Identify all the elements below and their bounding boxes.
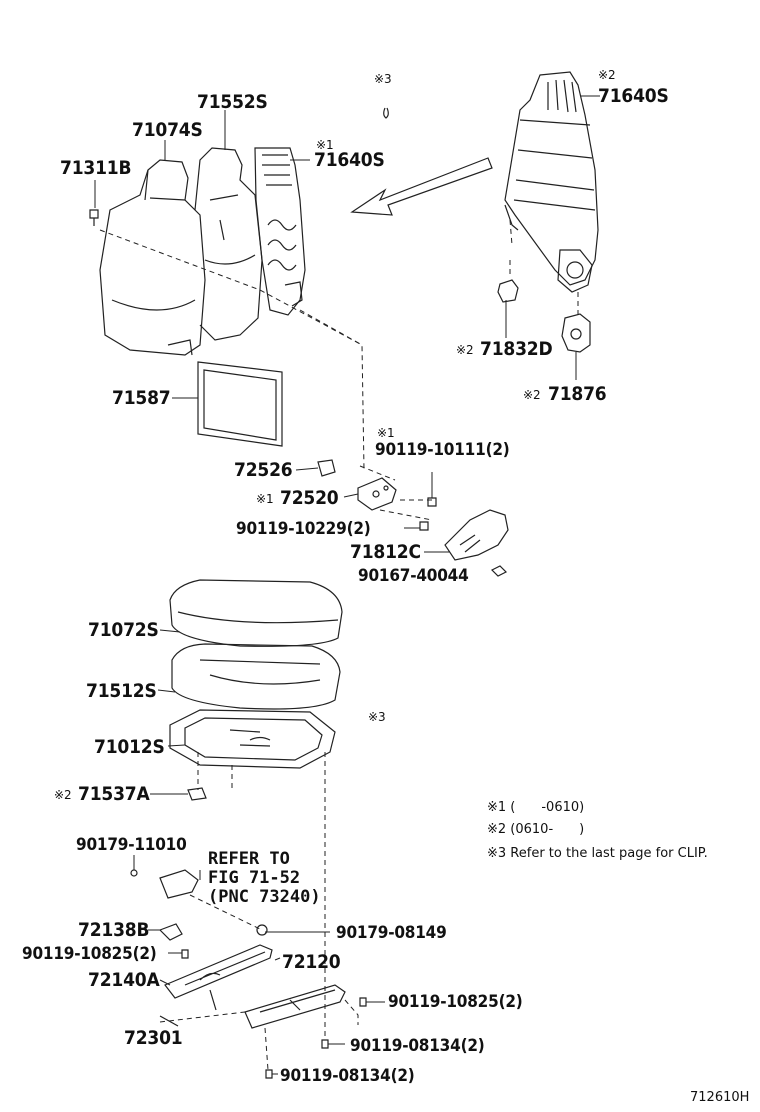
mark-2-71537A: ※2 bbox=[54, 788, 72, 802]
label-90119-08134-bottom[interactable]: 90119-08134(2) bbox=[280, 1066, 415, 1086]
label-71587[interactable]: 71587 bbox=[112, 387, 171, 409]
lever-71812C bbox=[444, 509, 509, 561]
mark-2-top: ※2 bbox=[598, 68, 616, 82]
seat-back-frame-71640S-large bbox=[504, 71, 599, 293]
label-71552S[interactable]: 71552S bbox=[197, 91, 268, 113]
bolts bbox=[159, 497, 508, 1079]
cushion-pad-71512S bbox=[171, 643, 341, 710]
label-90119-10825-left[interactable]: 90119-10825(2) bbox=[22, 944, 157, 964]
belt-buckle bbox=[130, 869, 199, 899]
heater-pad-71587 bbox=[197, 361, 283, 447]
label-90167-40044[interactable]: 90167-40044 bbox=[358, 566, 469, 586]
cover-71832D bbox=[497, 279, 519, 303]
refer-line-1: REFER TO bbox=[208, 849, 290, 869]
mark-1-90119: ※1 bbox=[377, 426, 395, 440]
label-90119-10229[interactable]: 90119-10229(2) bbox=[236, 519, 371, 539]
label-90119-08134-right[interactable]: 90119-08134(2) bbox=[350, 1036, 485, 1056]
label-71832D[interactable]: 71832D bbox=[480, 338, 553, 360]
label-71074S[interactable]: 71074S bbox=[132, 119, 203, 141]
label-72140A[interactable]: 72140A bbox=[88, 969, 160, 991]
mark-2-71832D: ※2 bbox=[456, 343, 474, 357]
direction-arrow bbox=[350, 157, 493, 216]
refer-line-3: (PNC 73240) bbox=[208, 887, 321, 907]
label-72138B[interactable]: 72138B bbox=[78, 919, 150, 941]
label-71311B[interactable]: 71311B bbox=[60, 157, 132, 179]
mark-1-72520: ※1 bbox=[256, 492, 274, 506]
knob-72138B bbox=[158, 923, 183, 941]
label-72301[interactable]: 72301 bbox=[124, 1027, 183, 1049]
label-71012S[interactable]: 71012S bbox=[94, 736, 165, 758]
leader-lines bbox=[94, 95, 600, 1075]
figure-id: 712610H bbox=[690, 1090, 750, 1105]
clip-top bbox=[383, 107, 389, 119]
note-1: ※1 ( -0610) bbox=[487, 800, 585, 815]
seat-rail-72140A bbox=[164, 924, 273, 1011]
label-71640S-large[interactable]: 71640S bbox=[598, 85, 669, 107]
bracket-72520 bbox=[357, 477, 397, 511]
label-71812C[interactable]: 71812C bbox=[350, 541, 421, 563]
label-72520[interactable]: 72520 bbox=[280, 487, 339, 509]
label-71512S[interactable]: 71512S bbox=[86, 680, 157, 702]
seat-rail-72120 bbox=[244, 984, 346, 1029]
mark-3-top: ※3 bbox=[374, 72, 392, 86]
cushion-frame-71012S bbox=[169, 709, 336, 769]
label-71876[interactable]: 71876 bbox=[548, 383, 607, 405]
mark-3-mid: ※3 bbox=[368, 710, 386, 724]
label-71537A[interactable]: 71537A bbox=[78, 783, 150, 805]
label-71072S[interactable]: 71072S bbox=[88, 619, 159, 641]
note-3: ※3 Refer to the last page for CLIP. bbox=[487, 846, 708, 861]
label-72120[interactable]: 72120 bbox=[282, 951, 341, 973]
label-90179-11010[interactable]: 90179-11010 bbox=[76, 835, 187, 855]
seat-back-pad-71552S bbox=[194, 147, 263, 341]
clip-71311B bbox=[89, 209, 99, 226]
mark-2-71876: ※2 bbox=[523, 388, 541, 402]
seat-back-cover-71074S bbox=[99, 159, 206, 356]
cushion-cover-71072S bbox=[169, 579, 343, 647]
label-90119-10825-right[interactable]: 90119-10825(2) bbox=[388, 992, 523, 1012]
seat-back-frame-71640S-small bbox=[254, 147, 306, 316]
mark-1-back: ※1 bbox=[316, 138, 334, 152]
dashed-guides bbox=[99, 219, 579, 1071]
cover-71876 bbox=[561, 313, 591, 353]
part-72526 bbox=[317, 459, 336, 477]
note-2: ※2 (0610- ) bbox=[487, 822, 585, 837]
refer-line-2[interactable]: FIG 71-52 bbox=[208, 868, 301, 888]
label-71640S-small[interactable]: 71640S bbox=[314, 149, 385, 171]
label-72526[interactable]: 72526 bbox=[234, 459, 293, 481]
label-90179-08149[interactable]: 90179-08149 bbox=[336, 923, 447, 943]
label-90119-10111[interactable]: 90119-10111(2) bbox=[375, 440, 510, 460]
part-71537A bbox=[187, 787, 207, 801]
